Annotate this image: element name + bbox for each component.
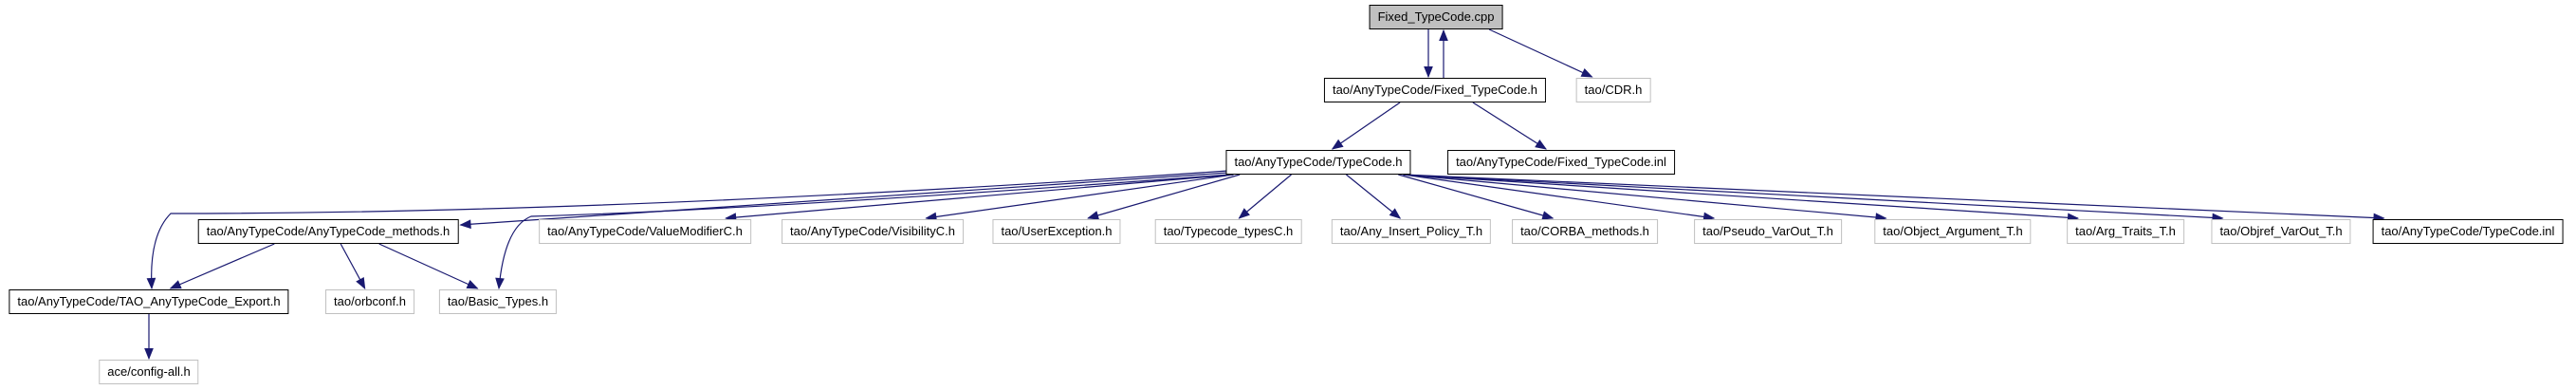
graph-node-typecode_typesc_h: tao/Typecode_typesC.h bbox=[1154, 219, 1302, 244]
include-edge-fixed_typecode_h-to-typecode_h bbox=[1331, 102, 1401, 150]
include-edge-typecode_h-to-userexception_h bbox=[1087, 174, 1241, 220]
graph-node-basic_types_h: tao/Basic_Types.h bbox=[438, 289, 558, 314]
graph-node-anytypecode_methods_h[interactable]: tao/AnyTypeCode/AnyTypeCode_methods.h bbox=[197, 219, 459, 244]
include-edge-typecode_h-to-anytypecode_methods_h bbox=[459, 172, 1228, 230]
include-edge-anytypecode_methods_h-to-orbconf_h bbox=[340, 243, 366, 289]
include-edge-typecode_h-to-visibilityc_h bbox=[925, 174, 1234, 222]
include-edge-typecode_h-to-tao_anytypecode_export_h bbox=[146, 170, 1228, 290]
include-edge-typecode_h-to-any_insert_policy_t_h bbox=[1346, 174, 1402, 219]
graph-node-pseudo_varout_t_h: tao/Pseudo_VarOut_T.h bbox=[1694, 219, 1842, 244]
graph-node-visibilityc_h: tao/AnyTypeCode/VisibilityC.h bbox=[782, 219, 964, 244]
graph-node-valuemodifierc_h: tao/AnyTypeCode/ValueModifierC.h bbox=[539, 219, 751, 244]
include-edge-typecode_h-to-pseudo_varout_t_h bbox=[1403, 174, 1716, 222]
graph-node-objref_varout_t_h: tao/Objref_VarOut_T.h bbox=[2211, 219, 2351, 244]
include-edge-typecode_h-to-typecode_typesc_h bbox=[1238, 174, 1292, 219]
graph-node-object_argument_t_h: tao/Object_Argument_T.h bbox=[1874, 219, 2032, 244]
include-edge-typecode_h-to-object_argument_t_h bbox=[1403, 174, 1887, 222]
graph-node-fixed_typecode_h[interactable]: tao/AnyTypeCode/Fixed_TypeCode.h bbox=[1323, 78, 1547, 102]
include-edge-typecode_h-to-valuemodifierc_h bbox=[725, 174, 1234, 222]
graph-node-typecode_h[interactable]: tao/AnyTypeCode/TypeCode.h bbox=[1225, 150, 1411, 175]
graph-node-fixed_typecode_cpp: Fixed_TypeCode.cpp bbox=[1369, 5, 1503, 29]
include-edge-typecode_h-to-basic_types_h bbox=[495, 174, 1230, 290]
graph-node-any_insert_policy_t_h: tao/Any_Insert_Policy_T.h bbox=[1331, 219, 1492, 244]
graph-node-arg_traits_t_h: tao/Arg_Traits_T.h bbox=[2067, 219, 2184, 244]
graph-node-fixed_typecode_inl[interactable]: tao/AnyTypeCode/Fixed_TypeCode.inl bbox=[1447, 150, 1675, 175]
graph-node-corba_methods_h: tao/CORBA_methods.h bbox=[1512, 219, 1658, 244]
graph-node-userexception_h: tao/UserException.h bbox=[992, 219, 1121, 244]
graph-node-cdr_h: tao/CDR.h bbox=[1575, 78, 1651, 102]
graph-node-config_all_h: ace/config-all.h bbox=[99, 360, 199, 384]
include-edge-fixed_typecode_h-to-fixed_typecode_inl bbox=[1472, 102, 1547, 150]
include-edge-typecode_h-to-arg_traits_t_h bbox=[1403, 174, 2080, 223]
graph-node-tao_anytypecode_export_h[interactable]: tao/AnyTypeCode/TAO_AnyTypeCode_Export.h bbox=[9, 289, 289, 314]
graph-node-typecode_inl[interactable]: tao/AnyTypeCode/TypeCode.inl bbox=[2372, 219, 2564, 244]
include-edge-anytypecode_methods_h-to-tao_anytypecode_export_h bbox=[169, 243, 275, 289]
include-edge-typecode_h-to-typecode_inl bbox=[1403, 174, 2385, 223]
include-edge-typecode_h-to-objref_varout_t_h bbox=[1403, 174, 2224, 223]
include-edge-anytypecode_methods_h-to-basic_types_h bbox=[378, 243, 479, 289]
include-edge-fixed_typecode_cpp-to-cdr_h bbox=[1488, 28, 1593, 78]
graph-node-orbconf_h: tao/orbconf.h bbox=[325, 289, 414, 314]
include-edge-typecode_h-to-corba_methods_h bbox=[1398, 174, 1555, 220]
